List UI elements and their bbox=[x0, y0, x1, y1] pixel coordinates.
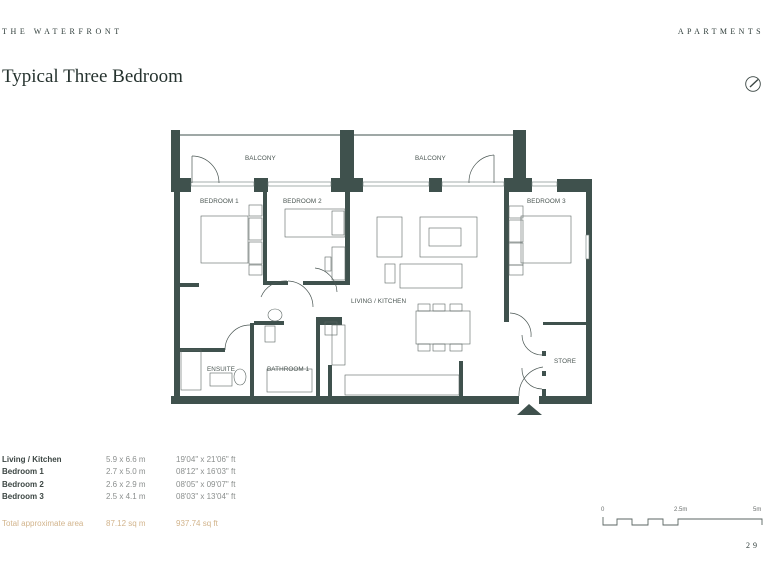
room-imperial: 08'05" x 09'07" ft bbox=[176, 479, 236, 489]
room-imperial: 19'04" x 21'06" ft bbox=[176, 454, 236, 464]
brand-section: APARTMENTS bbox=[677, 27, 764, 36]
room-name: Living / Kitchen bbox=[2, 454, 62, 464]
room-name: Bedroom 3 bbox=[2, 492, 44, 502]
total-imperial: 937.74 sq ft bbox=[176, 518, 218, 528]
table-row: Living / Kitchen 5.9 x 6.6 m 19'04" x 21… bbox=[2, 453, 235, 466]
walls bbox=[171, 130, 592, 404]
entrance-arrow-icon bbox=[517, 404, 542, 415]
label-balcony-left: BALCONY bbox=[245, 155, 276, 162]
scale-label-0: 0 bbox=[601, 507, 605, 513]
room-metric: 5.9 x 6.6 m bbox=[106, 454, 146, 464]
table-row: Bedroom 3 2.5 x 4.1 m 08'03" x 13'04" ft bbox=[2, 491, 235, 504]
label-bedroom1: BEDROOM 1 bbox=[200, 198, 239, 205]
dimensions-table: Living / Kitchen 5.9 x 6.6 m 19'04" x 21… bbox=[2, 453, 235, 530]
room-name: Bedroom 1 bbox=[2, 467, 44, 477]
scale-label-2-5m: 2.5m bbox=[674, 507, 688, 513]
north-arrow-icon bbox=[745, 76, 761, 92]
room-metric: 2.5 x 4.1 m bbox=[106, 492, 146, 502]
label-bedroom3: BEDROOM 3 bbox=[527, 198, 566, 205]
label-balcony-right: BALCONY bbox=[415, 155, 446, 162]
total-area-row: Total approximate area 87.12 sq m 937.74… bbox=[2, 517, 235, 530]
page-number: 29 bbox=[746, 541, 760, 550]
table-row: Bedroom 1 2.7 x 5.0 m 08'12" x 16'03" ft bbox=[2, 466, 235, 479]
room-metric: 2.6 x 2.9 m bbox=[106, 479, 146, 489]
room-name: Bedroom 2 bbox=[2, 479, 44, 489]
label-living-kitchen: LIVING / KITCHEN bbox=[351, 298, 406, 305]
floor-plan: BALCONY BALCONY BEDROOM 1 BEDROOM 2 BEDR… bbox=[171, 130, 592, 415]
scale-bar-graphic bbox=[602, 517, 763, 526]
room-metric: 2.7 x 5.0 m bbox=[106, 467, 146, 477]
page-title: Typical Three Bedroom bbox=[2, 66, 183, 87]
label-ensuite: ENSUITE bbox=[207, 366, 235, 373]
total-metric: 87.12 sq m bbox=[106, 518, 146, 528]
scale-label-5m: 5m bbox=[753, 507, 762, 513]
label-bathroom1: BATHROOM 1 bbox=[267, 366, 310, 373]
label-bedroom2: BEDROOM 2 bbox=[283, 198, 322, 205]
brand-name: THE WATERFRONT bbox=[2, 27, 123, 36]
label-store: STORE bbox=[554, 358, 576, 365]
room-imperial: 08'03" x 13'04" ft bbox=[176, 492, 236, 502]
table-row: Bedroom 2 2.6 x 2.9 m 08'05" x 09'07" ft bbox=[2, 478, 235, 491]
room-imperial: 08'12" x 16'03" ft bbox=[176, 467, 236, 477]
total-label: Total approximate area bbox=[2, 518, 84, 528]
